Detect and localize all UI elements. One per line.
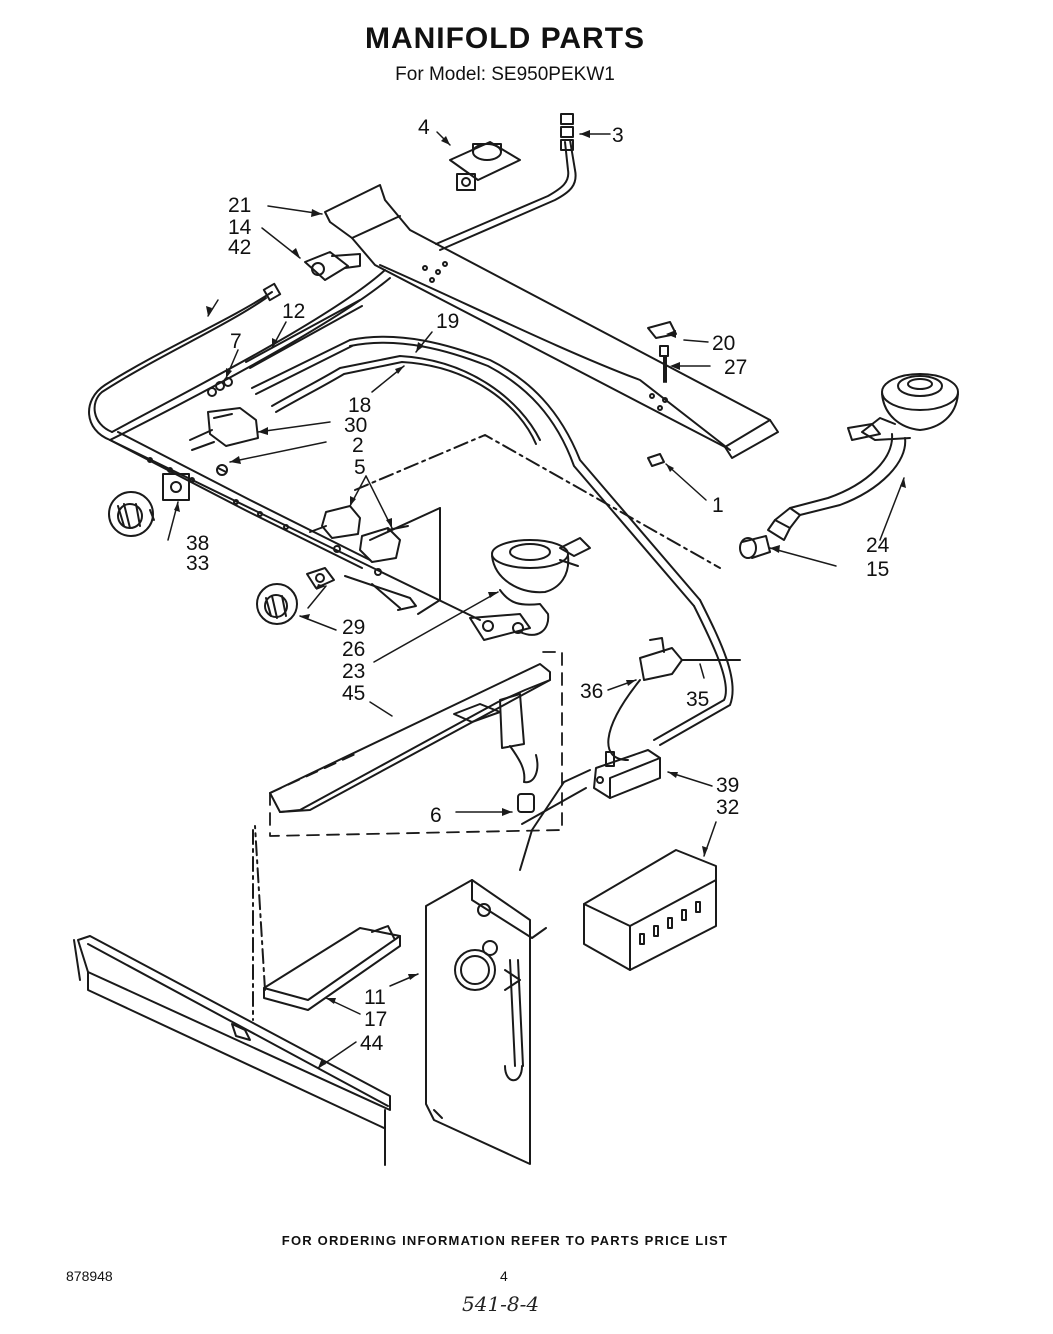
document-number: 878948 — [66, 1268, 113, 1284]
callout-18: 18 — [348, 394, 371, 417]
leader-dashdot — [252, 434, 721, 1021]
callout-29: 29 — [342, 616, 365, 639]
bracket-leaders — [519, 769, 591, 871]
page-number: 4 — [500, 1268, 508, 1284]
shield-11-17 — [263, 925, 401, 1011]
right-top-burner — [767, 373, 959, 541]
callout-38: 38 — [186, 532, 209, 555]
callout-19: 19 — [436, 310, 459, 333]
arrowheads — [174, 130, 906, 1068]
callout-24: 24 — [866, 534, 890, 557]
callout-6: 6 — [430, 804, 442, 827]
burner-bracket-45 — [269, 663, 551, 813]
page-title: MANIFOLD PARTS — [364, 22, 646, 55]
callout-14: 14 — [228, 216, 252, 239]
callout-3: 3 — [612, 124, 624, 147]
main-top-burner-fitting — [449, 141, 521, 191]
orifice-nuts — [560, 113, 574, 151]
manifold-pipe — [88, 269, 481, 621]
callout-1: 1 — [712, 494, 724, 517]
callout-39: 39 — [716, 774, 739, 797]
callout-26: 26 — [342, 638, 365, 661]
burner-tubes — [245, 299, 701, 607]
callout-4: 4 — [418, 116, 430, 139]
callout-leaders — [167, 131, 905, 1069]
handwritten-note: 541-8-4 — [462, 1292, 540, 1316]
callout-35: 35 — [686, 688, 709, 711]
front-panel-44 — [73, 935, 391, 1166]
bracket-support-line — [369, 507, 441, 615]
callout-21: 21 — [228, 194, 251, 217]
callout-7: 7 — [230, 330, 242, 353]
burner-valve-left — [189, 377, 259, 476]
callout-labels: 4 3 21 14 42 12 7 19 18 30 2 5 20 27 1 2… — [186, 116, 890, 1055]
callout-42: 42 — [228, 236, 251, 259]
ordering-notice: FOR ORDERING INFORMATION REFER TO PARTS … — [281, 1233, 729, 1248]
manifold-bracket — [324, 184, 779, 459]
control-module-32 — [583, 849, 717, 971]
pilot-tube-upper — [379, 139, 731, 451]
callout-15: 15 — [866, 558, 889, 581]
valve-body-2 — [344, 525, 417, 611]
callout-11: 11 — [364, 986, 386, 1009]
oven-wall-panel — [425, 879, 547, 1165]
control-knob-lower — [256, 567, 335, 625]
manifold-lower-rod — [109, 431, 371, 569]
callout-36: 36 — [580, 680, 603, 703]
callout-32: 32 — [716, 796, 739, 819]
callout-5: 5 — [354, 456, 366, 479]
callout-20: 20 — [712, 332, 735, 355]
callout-45: 45 — [342, 682, 365, 705]
manifold-clip-block — [162, 473, 190, 501]
dashed-outline-box — [269, 651, 563, 837]
callout-17: 17 — [364, 1008, 387, 1031]
callout-33: 33 — [186, 552, 209, 575]
callout-23: 23 — [342, 660, 365, 683]
valve-clip — [304, 251, 361, 281]
callout-30: 30 — [344, 414, 367, 437]
callout-44: 44 — [360, 1032, 384, 1055]
air-shutter-15 — [739, 535, 771, 559]
model-subtitle: For Model: SE950PEKW1 — [395, 64, 615, 85]
control-knob-upper — [108, 491, 155, 537]
oven-burner — [469, 537, 591, 641]
callout-27: 27 — [724, 356, 747, 379]
callout-12: 12 — [282, 300, 305, 323]
callout-2: 2 — [352, 434, 364, 457]
thermostat-39 — [593, 749, 661, 799]
